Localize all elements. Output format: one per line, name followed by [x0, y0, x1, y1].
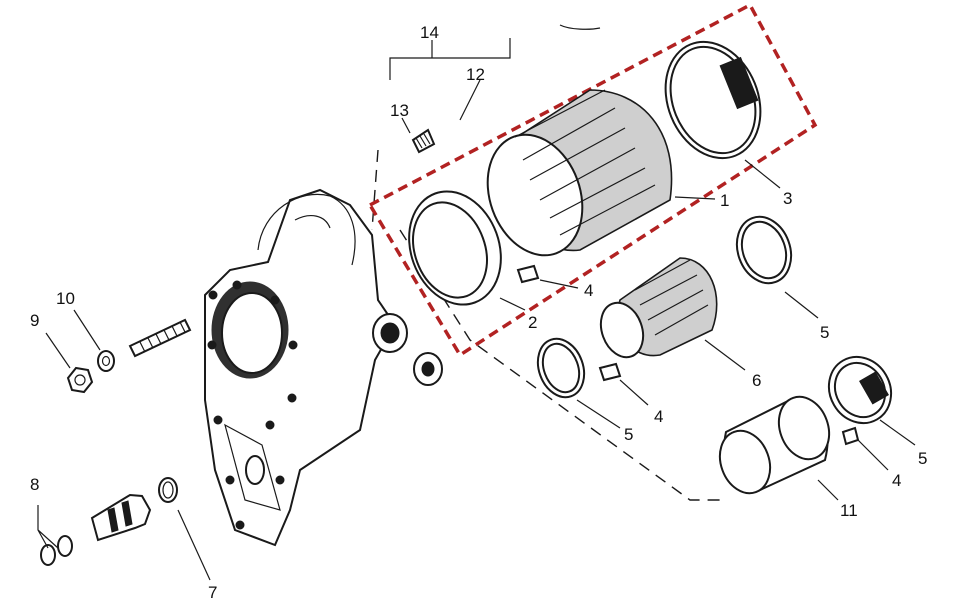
callout-10: 10 [56, 289, 75, 308]
callout-9: 9 [30, 311, 39, 330]
callout-6: 6 [752, 371, 761, 390]
bellows-part-6 [599, 257, 718, 359]
callout-4c: 4 [892, 471, 901, 490]
highlight-box [367, 2, 818, 358]
clamp-part-5-c [827, 355, 893, 425]
callout-2: 2 [528, 313, 537, 332]
exhaust-tube-part-11 [718, 395, 831, 495]
hose-fitting-part-13 [411, 128, 436, 154]
callout-3: 3 [783, 189, 792, 208]
callout-5a: 5 [820, 323, 829, 342]
leader-lines [37, 38, 916, 581]
callout-1: 1 [720, 191, 729, 210]
callout-4b: 4 [654, 407, 663, 426]
clip-part-4-c [841, 426, 860, 446]
clip-part-4-a [516, 264, 540, 284]
callout-4a: 4 [584, 281, 593, 300]
callout-7: 7 [208, 583, 217, 600]
clip-part-4-b [598, 362, 622, 382]
callout-11: 11 [840, 501, 858, 520]
o-ring-part-7 [158, 477, 178, 503]
ring-part-2 [408, 190, 502, 306]
callout-13: 13 [390, 101, 409, 120]
flat-washer [413, 352, 443, 386]
water-hose-part-12 [431, 10, 606, 133]
callouts: 1 2 3 4 4 4 5 5 5 6 7 8 9 10 11 12 13 14 [30, 23, 927, 600]
nut-part-9 [66, 366, 94, 394]
clamp-part-5-a [735, 215, 793, 285]
callout-12: 12 [466, 65, 485, 84]
bellows-part-1 [486, 89, 673, 257]
clamp-part-3 [664, 40, 762, 160]
stud-bolt [128, 318, 192, 358]
callout-5b: 5 [624, 425, 633, 444]
fitting-part-8 [40, 493, 152, 566]
clamp-part-5-b [536, 337, 586, 399]
transom-housing [204, 188, 408, 547]
washer-part-10 [97, 350, 115, 372]
callout-14: 14 [420, 23, 439, 42]
callout-8: 8 [30, 475, 39, 494]
callout-5c: 5 [918, 449, 927, 468]
